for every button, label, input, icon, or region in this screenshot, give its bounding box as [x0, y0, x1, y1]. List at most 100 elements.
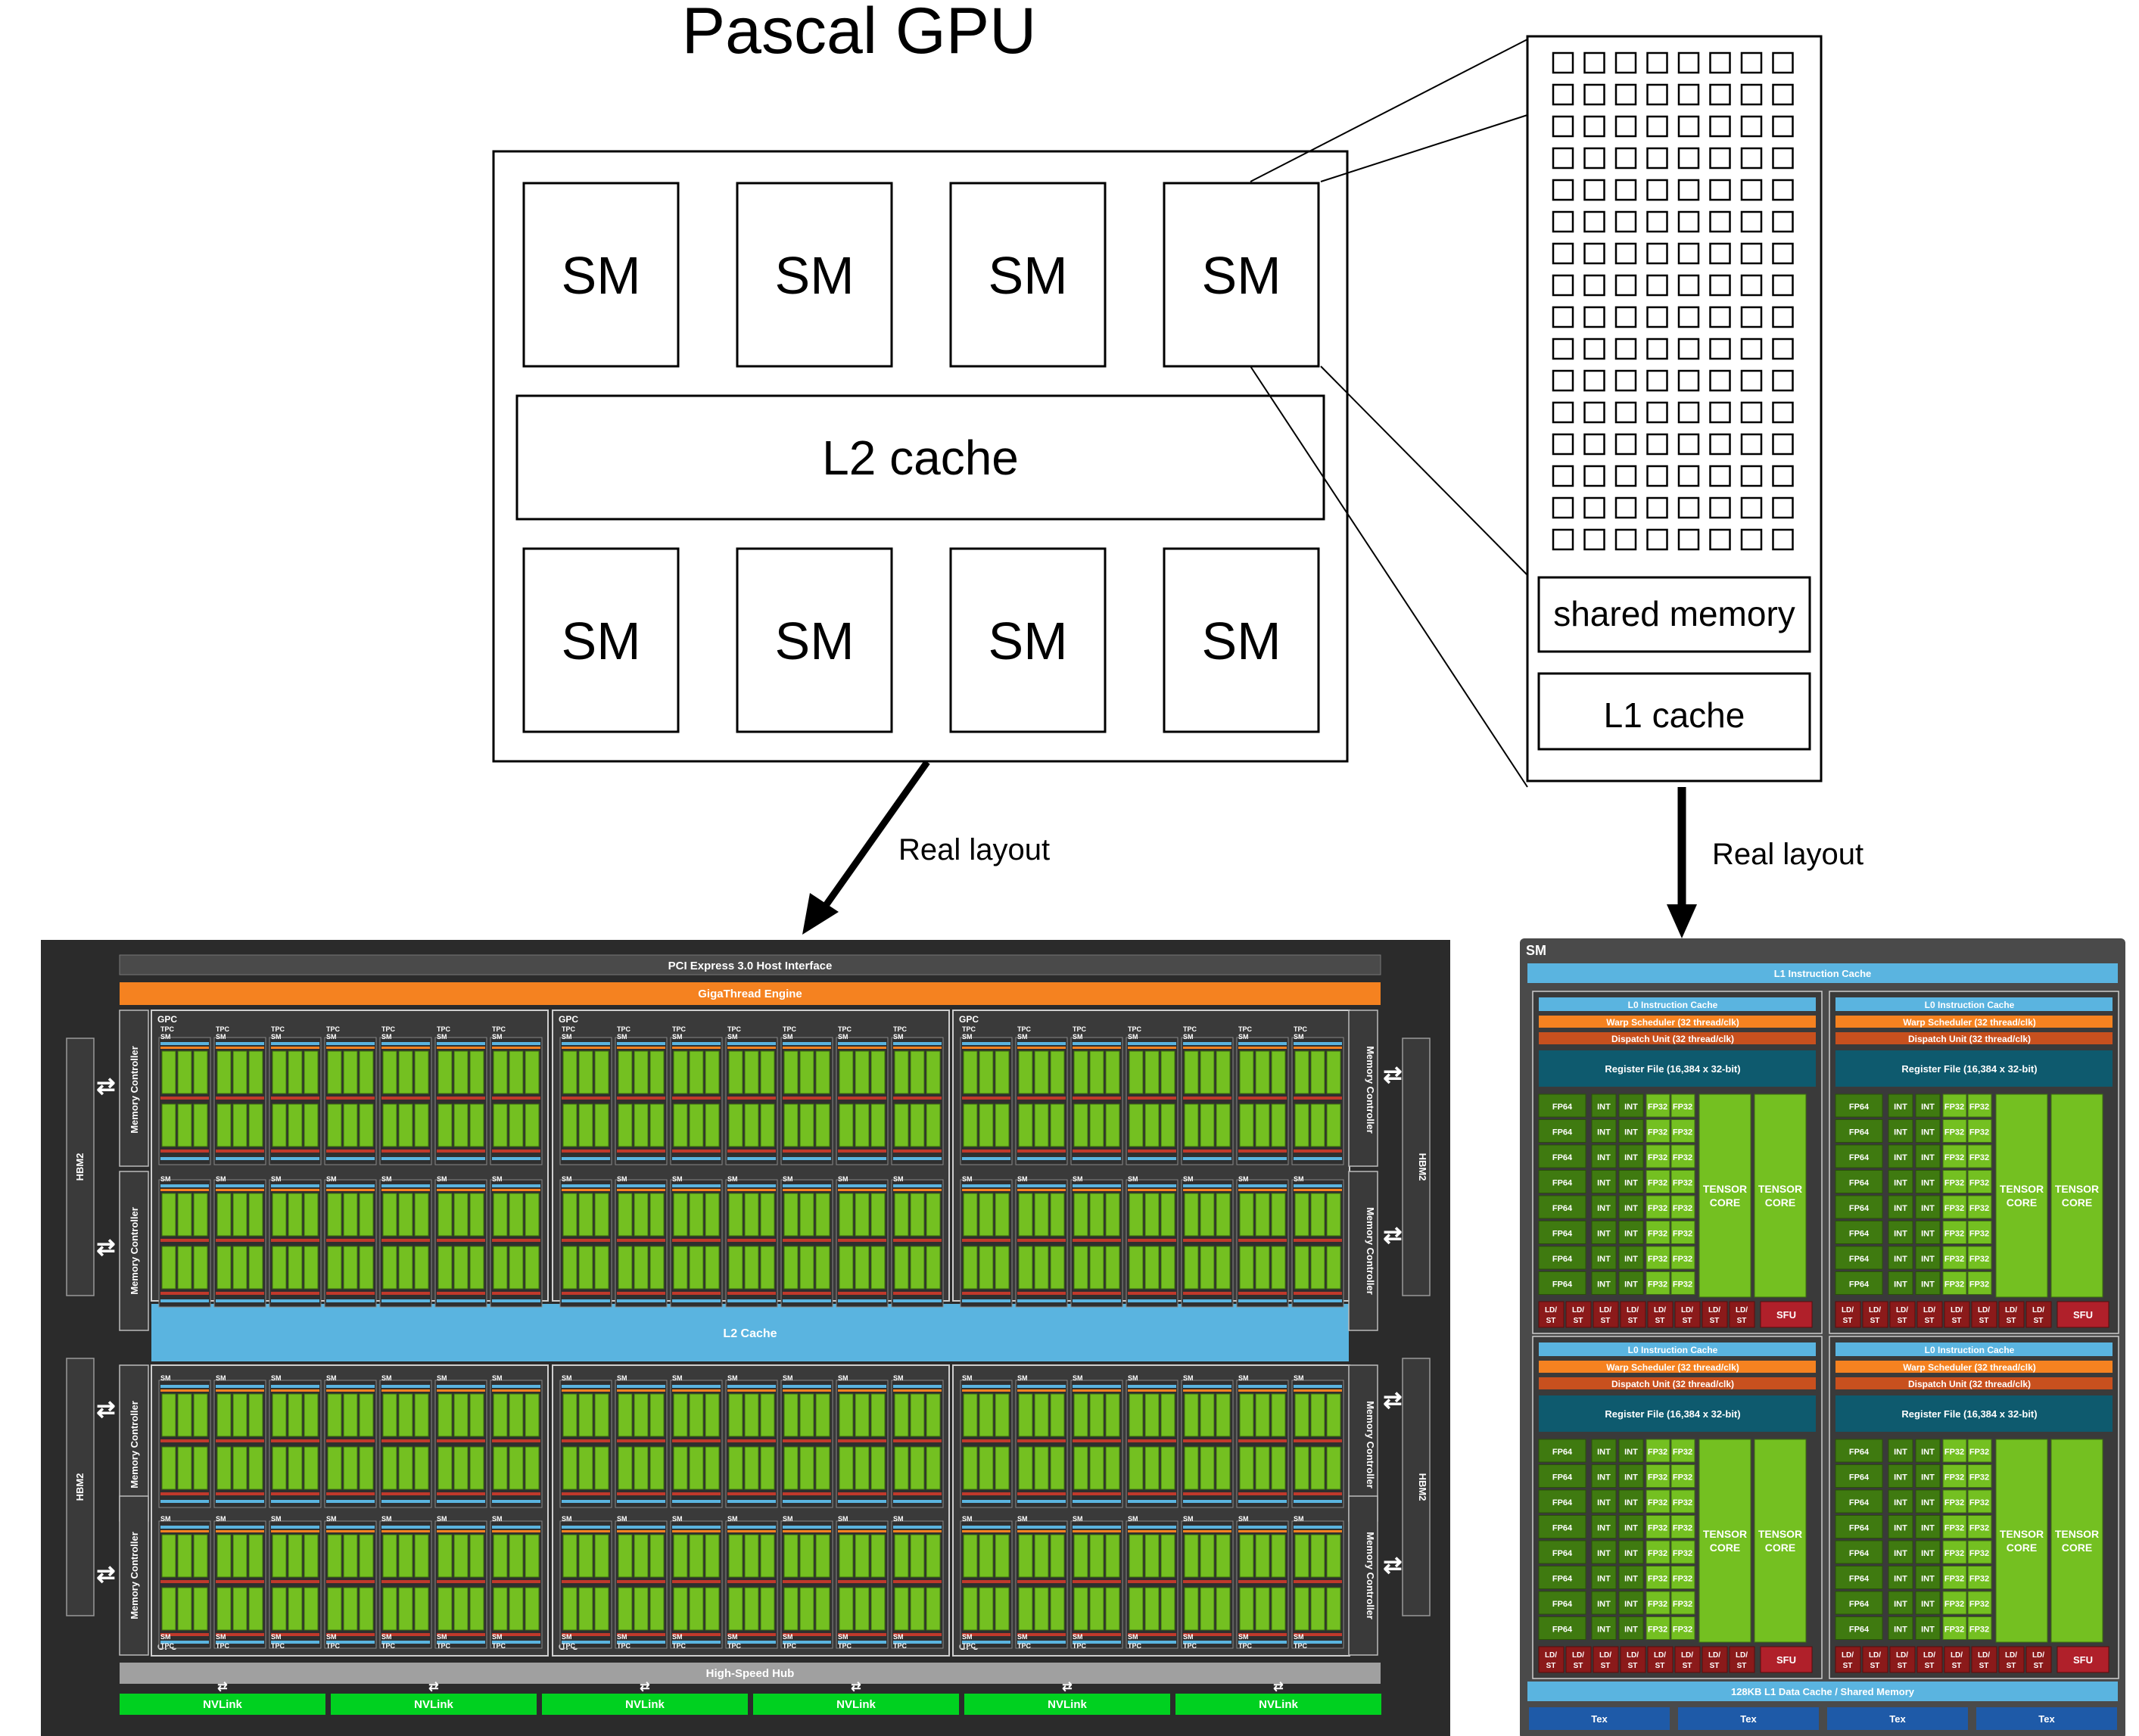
ldst-label: ST [1574, 1662, 1583, 1670]
sm-sched-strip [271, 1389, 319, 1392]
sm-label: SM [492, 1374, 503, 1382]
core-block [1310, 1587, 1325, 1631]
core-cell [1677, 465, 1700, 487]
sm-cache-strip [1294, 1184, 1342, 1187]
int-label: INT [1894, 1280, 1907, 1290]
ldst-strip [962, 1097, 1010, 1100]
fp64-unit [1835, 1489, 1883, 1514]
sm-cache-strip [1073, 1526, 1121, 1529]
fp32-unit [1967, 1094, 1992, 1118]
core-cell [1772, 51, 1794, 74]
core-block [288, 1103, 303, 1147]
fp32-label: FP32 [1673, 1600, 1692, 1609]
ldst-strip [326, 1580, 375, 1583]
ldst-strip [437, 1150, 485, 1153]
core-block [398, 1050, 413, 1094]
int-label: INT [1624, 1626, 1638, 1635]
core-cell [1552, 465, 1574, 487]
fp32-unit [1646, 1489, 1670, 1514]
core-cell [1614, 274, 1637, 297]
fp32-unit [1670, 1540, 1695, 1564]
l1-strip [492, 1641, 540, 1644]
core-block [1310, 1246, 1325, 1290]
core-block [1050, 1246, 1065, 1290]
core-block [304, 1587, 319, 1631]
sm-cache-strip [437, 1184, 485, 1187]
core-cell [1552, 433, 1574, 456]
tensor-label: TENSOR [1758, 1183, 1802, 1195]
int-unit [1888, 1591, 1913, 1615]
core-block [1310, 1393, 1325, 1437]
int-unit [1618, 1489, 1644, 1514]
sm-sched-strip [617, 1189, 665, 1191]
l1-strip [1128, 1157, 1176, 1160]
int-label: INT [1624, 1549, 1638, 1558]
shared-memory-label: shared memory [1553, 594, 1795, 633]
l1-strip [1294, 1500, 1342, 1503]
sm-label: SM [1017, 1633, 1028, 1641]
core-block [744, 1246, 759, 1290]
core-block [1184, 1050, 1199, 1094]
fp32-unit [1967, 1195, 1992, 1219]
sm-label: SM [1017, 1175, 1028, 1183]
core-block [594, 1393, 609, 1437]
ldst-unit [1620, 1301, 1646, 1328]
l1-strip [1294, 1157, 1342, 1160]
core-block [995, 1103, 1010, 1147]
tpc-label: TPC [783, 1642, 797, 1650]
fp32-unit [1646, 1616, 1670, 1640]
fp32-unit [1670, 1246, 1695, 1270]
fp32-label: FP32 [1648, 1103, 1667, 1112]
core-block [177, 1050, 192, 1094]
ldst-strip [1073, 1439, 1121, 1442]
gpc-label: GPC [157, 1014, 177, 1025]
core-block [649, 1446, 665, 1490]
ldst-label: LD/ [1681, 1651, 1693, 1660]
core-block [414, 1050, 429, 1094]
core-block [453, 1393, 469, 1437]
core-block [594, 1050, 609, 1094]
l1-strip [160, 1641, 209, 1644]
fp32-label: FP32 [1969, 1549, 1989, 1558]
core-block [728, 1393, 743, 1437]
int-label: INT [1597, 1153, 1611, 1162]
core-block [1160, 1103, 1175, 1147]
tex-unit [1827, 1707, 1968, 1730]
ldst-strip [672, 1580, 721, 1583]
tpc-label: TPC [271, 1642, 285, 1650]
l1-strip [672, 1641, 721, 1644]
sm-label: SM [562, 1633, 572, 1641]
core-block [744, 1393, 759, 1437]
ldst-strip [1128, 1239, 1176, 1242]
core-block [1184, 1446, 1199, 1490]
ldst-strip [617, 1150, 665, 1153]
ldst-label: LD/ [2032, 1651, 2044, 1660]
core-block [1216, 1193, 1231, 1237]
tpc-label: TPC [381, 1642, 396, 1650]
core-block [839, 1534, 854, 1578]
core-block [578, 1050, 593, 1094]
schematic-sm-label: SM [1202, 611, 1281, 670]
ldst-strip [437, 1097, 485, 1100]
ldst-strip [1128, 1580, 1176, 1583]
sm-cache-strip [672, 1526, 721, 1529]
core-block [1216, 1393, 1231, 1437]
fp32-label: FP32 [1673, 1103, 1692, 1112]
fp32-label: FP32 [1944, 1575, 1964, 1584]
fp32-label: FP32 [1969, 1600, 1989, 1609]
core-cell [1583, 83, 1605, 106]
int-unit [1915, 1591, 1941, 1615]
ldst-strip [381, 1492, 430, 1495]
core-block [414, 1193, 429, 1237]
fp32-label: FP32 [1648, 1280, 1667, 1290]
core-block [894, 1587, 909, 1631]
core-cell [1740, 401, 1763, 424]
core-block [894, 1393, 909, 1437]
fp64-unit [1835, 1591, 1883, 1615]
sm-cache-strip [893, 1184, 942, 1187]
sm-sched-strip [1128, 1189, 1176, 1191]
fp64-label: FP64 [1849, 1103, 1870, 1112]
ldst-strip [962, 1492, 1010, 1495]
ldst-strip [727, 1633, 776, 1636]
sm-cache-strip [727, 1184, 776, 1187]
